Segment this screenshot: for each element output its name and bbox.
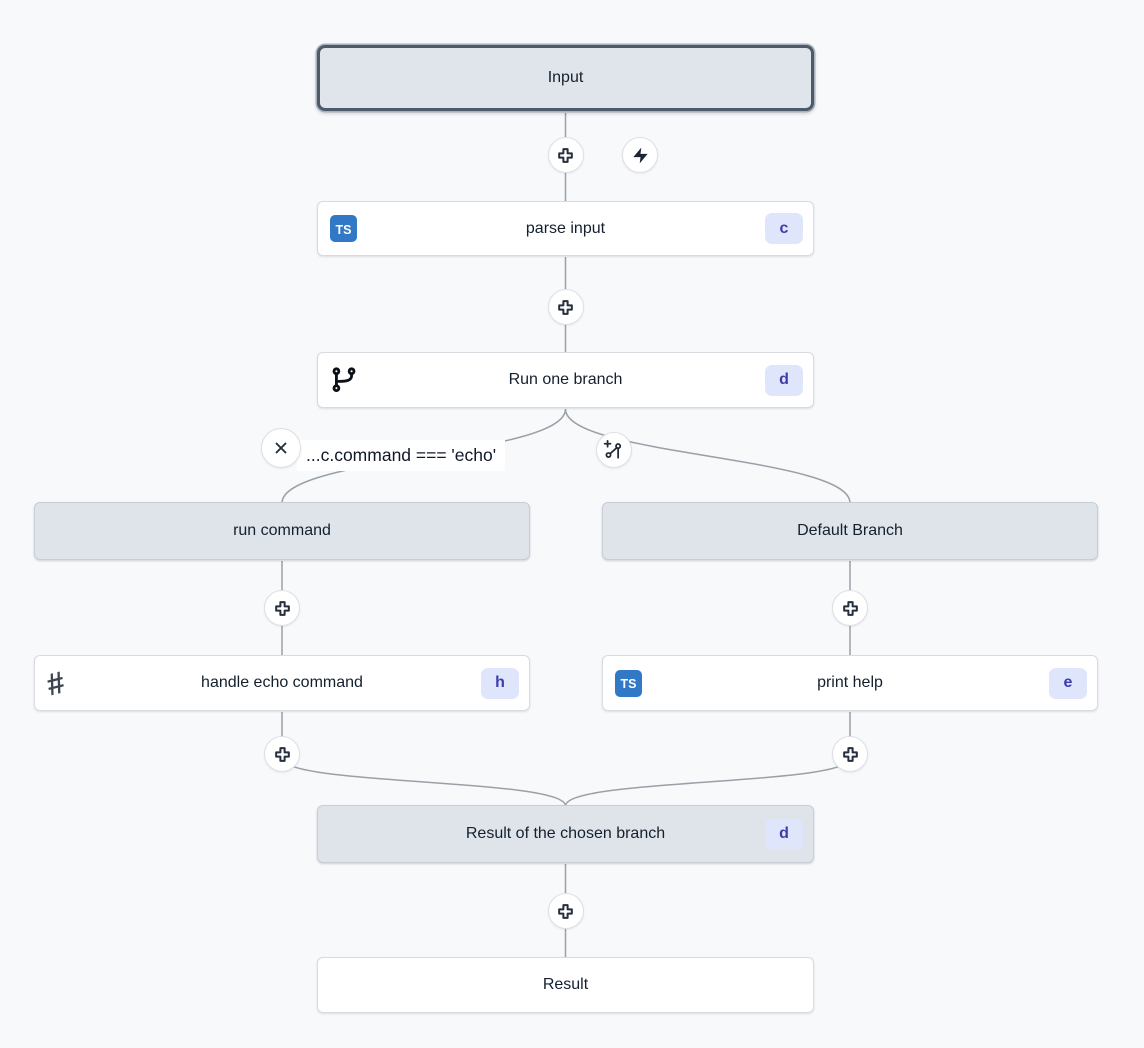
- node-parse-input[interactable]: TS parse input c: [317, 201, 814, 256]
- step-id-badge: e: [1049, 667, 1087, 699]
- node-label: print help: [817, 674, 883, 691]
- add-step-button[interactable]: [547, 893, 584, 929]
- node-label: Result: [542, 976, 589, 993]
- add-step-button[interactable]: [832, 736, 868, 772]
- add-step-button[interactable]: [547, 137, 584, 173]
- add-step-button[interactable]: [264, 736, 300, 772]
- node-label: run command: [233, 522, 331, 539]
- node-label: Run one branch: [508, 371, 623, 388]
- step-id-badge: h: [481, 667, 519, 699]
- plus-icon: [842, 600, 858, 616]
- remove-branch-button[interactable]: [261, 428, 301, 468]
- node-handle-echo-command[interactable]: # handle echo command h: [34, 655, 530, 711]
- node-label: handle echo command: [201, 674, 363, 691]
- trigger-bolt-button[interactable]: [622, 137, 658, 173]
- step-id-badge: d: [765, 364, 803, 396]
- typescript-icon: TS: [330, 215, 357, 242]
- node-branch-default[interactable]: Default Branch: [602, 502, 1098, 560]
- close-icon: [275, 442, 287, 454]
- node-label: Input: [547, 69, 584, 86]
- edge: [564, 408, 851, 504]
- plus-icon: [558, 299, 573, 315]
- edge: [281, 712, 567, 807]
- plus-icon: [842, 746, 858, 762]
- step-id-badge: d: [765, 818, 803, 850]
- bolt-icon: [632, 147, 648, 163]
- node-result[interactable]: Result: [317, 957, 814, 1013]
- add-step-button[interactable]: [264, 590, 300, 626]
- step-id-badge: c: [765, 213, 803, 244]
- node-input[interactable]: Input: [317, 45, 814, 111]
- plus-icon: [274, 600, 290, 616]
- add-step-button[interactable]: [832, 590, 868, 626]
- hash-icon: #: [43, 663, 69, 703]
- node-label: Default Branch: [797, 522, 903, 539]
- branch-condition-label: ...c.command === 'echo': [297, 440, 506, 471]
- plus-icon: [274, 746, 290, 762]
- node-run-one-branch[interactable]: Run one branch d: [317, 352, 814, 408]
- typescript-icon: TS: [615, 669, 642, 697]
- add-branch-icon: [603, 439, 622, 459]
- node-label: parse input: [525, 219, 606, 237]
- add-branch-button[interactable]: [596, 432, 632, 468]
- node-label: Result of the chosen branch: [465, 825, 666, 842]
- node-print-help[interactable]: TS print help e: [602, 655, 1098, 711]
- git-branch-icon: [330, 366, 358, 394]
- plus-icon: [558, 147, 573, 163]
- node-branch-run-command[interactable]: run command: [34, 502, 530, 560]
- plus-icon: [558, 903, 573, 919]
- add-step-button[interactable]: [547, 289, 584, 325]
- node-branch-result[interactable]: Result of the chosen branch d: [317, 805, 814, 863]
- edge: [564, 712, 851, 807]
